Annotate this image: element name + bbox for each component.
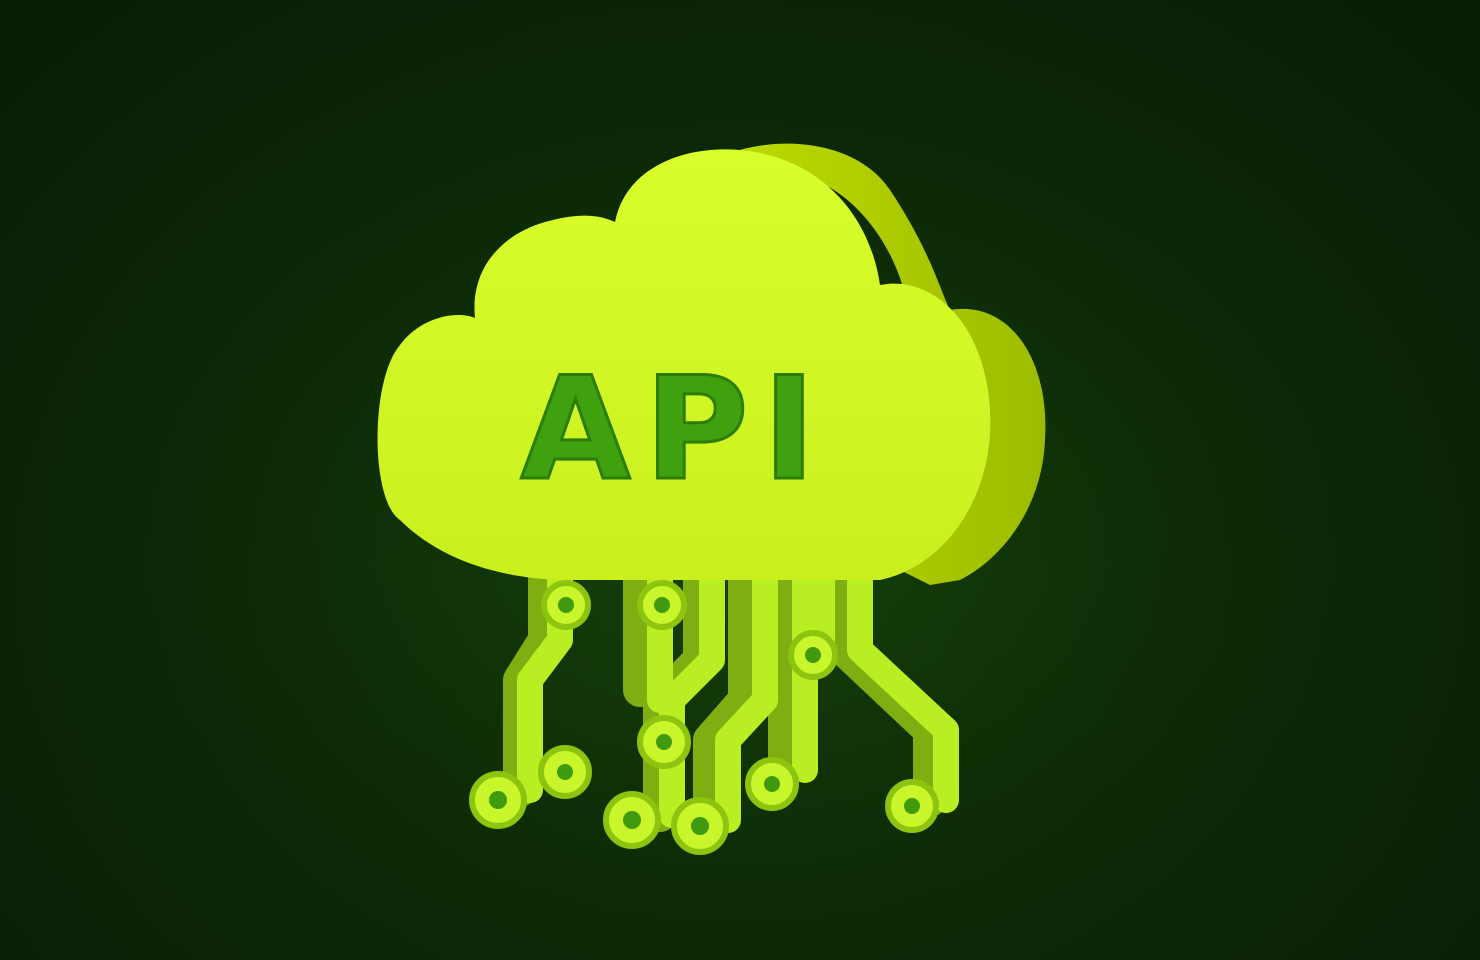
cloud-face	[377, 149, 991, 580]
api-label: API	[521, 347, 830, 512]
circuit-terminals	[469, 580, 939, 855]
